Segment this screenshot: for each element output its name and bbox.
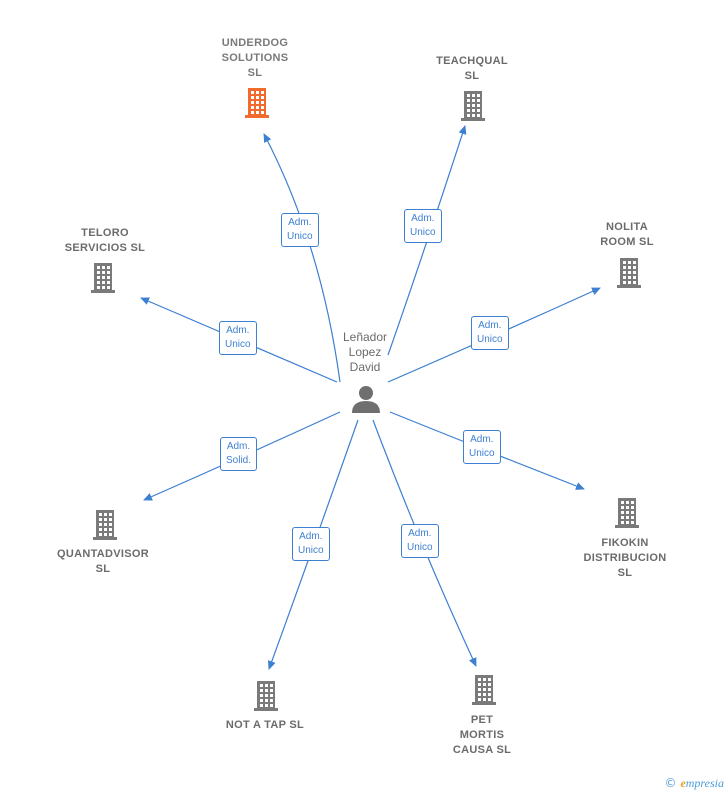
person-icon[interactable]: [352, 386, 380, 413]
building-icon-pet[interactable]: [472, 675, 496, 705]
building-icon-teloro[interactable]: [91, 263, 115, 293]
edge-label-teloro: Adm.Unico: [219, 321, 257, 355]
edge-label-quantadvisor: Adm.Solid.: [220, 437, 258, 471]
edge-underdog: [263, 133, 341, 383]
footer-brand: ©empresia: [664, 776, 724, 791]
building-icon-quantadvisor[interactable]: [93, 510, 117, 540]
edge-label-teachqual: Adm.Unico: [404, 209, 442, 243]
node-label-notatap[interactable]: NOT A TAP SL: [225, 719, 305, 731]
building-icon-underdog[interactable]: [245, 88, 269, 118]
copyright-symbol: ©: [664, 776, 677, 790]
edge-label-fikokin: Adm.Unico: [463, 430, 501, 464]
brand-logo-initial: e: [680, 776, 686, 790]
building-icon-teachqual[interactable]: [461, 91, 485, 121]
brand-logo-text: mpresia: [685, 776, 724, 790]
edge-label-nolita: Adm.Unico: [471, 316, 509, 350]
edge-teachqual: [387, 125, 467, 356]
edge-label-underdog: Adm.Unico: [281, 213, 319, 247]
building-icon-nolita[interactable]: [617, 258, 641, 288]
center-person-name[interactable]: Leñador Lopez David: [342, 330, 388, 374]
building-icon-fikokin[interactable]: [615, 498, 639, 528]
edge-label-notatap: Adm.Unico: [292, 527, 330, 561]
edge-label-pet: Adm.Unico: [401, 524, 439, 558]
building-icon-notatap[interactable]: [254, 681, 278, 711]
